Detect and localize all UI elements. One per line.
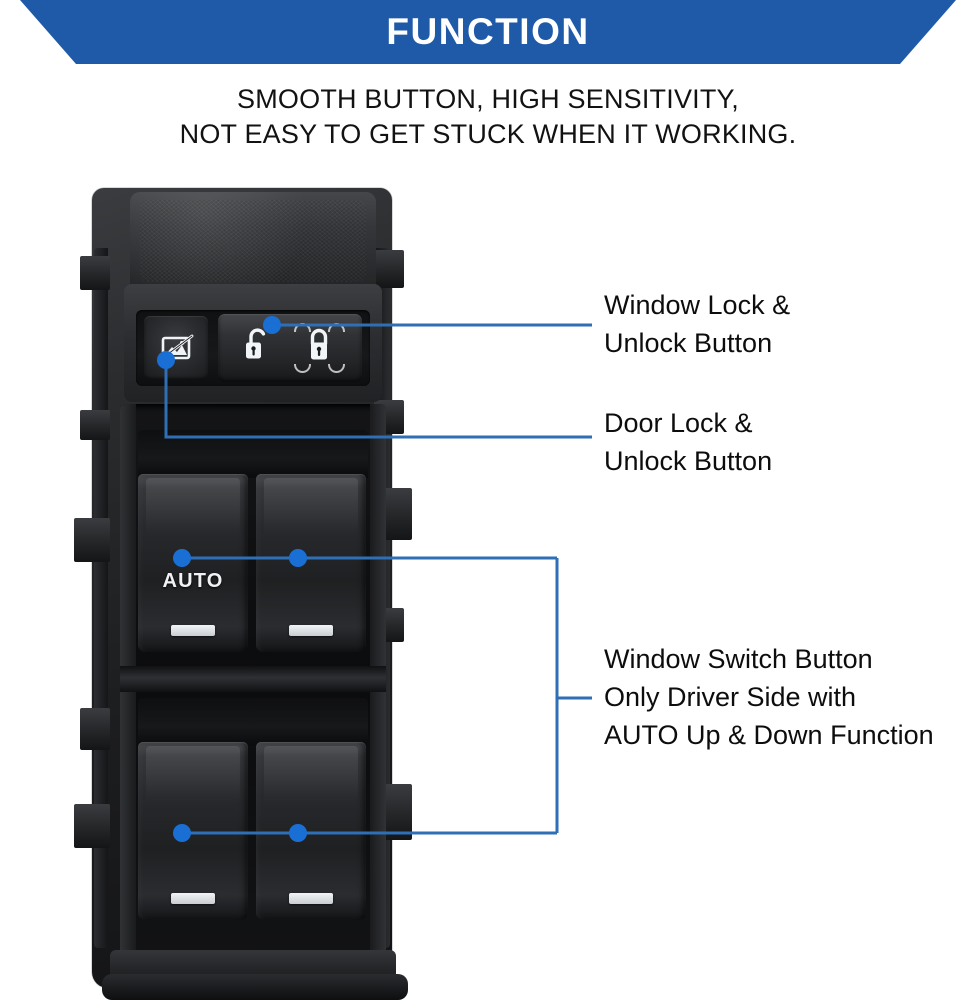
callout-label-window-switch: Window Switch Button Only Driver Side wi… <box>604 640 934 754</box>
subtitle-line-2: NOT EASY TO GET STUCK WHEN IT WORKING. <box>179 119 797 149</box>
lock-arc-top-right-icon <box>328 323 345 332</box>
rear-window-switch-group <box>136 698 370 934</box>
padlock-closed-icon <box>306 326 332 371</box>
switch-top-lid <box>130 192 376 288</box>
callout-label-line-2: Unlock Button <box>604 446 773 476</box>
subtitle-block: SMOOTH BUTTON, HIGH SENSITIVITY, NOT EAS… <box>0 82 976 152</box>
page-title: FUNCTION <box>386 11 590 52</box>
window-switch-passenger-front[interactable] <box>256 474 366 652</box>
callout-label-line-1: Door Lock & <box>604 408 753 438</box>
indicator-bar <box>289 893 333 904</box>
callout-label-line-2: Only Driver Side with <box>604 682 857 712</box>
lock-arc-bottom-right-icon <box>328 364 345 373</box>
header-banner: FUNCTION <box>0 0 976 64</box>
window-lock-button[interactable] <box>144 316 208 380</box>
mounting-clip-left-3 <box>74 518 110 562</box>
switch-chassis: AUTO <box>74 188 412 1000</box>
callout-label-line-1: Window Switch Button <box>604 644 873 674</box>
upper-bezel <box>124 284 382 402</box>
callout-label-line-3: AUTO Up & Down Function <box>604 720 934 750</box>
lock-arc-top-left-icon <box>294 323 311 332</box>
window-switch-driver-front[interactable]: AUTO <box>138 474 248 652</box>
mounting-clip-left-2 <box>80 410 110 440</box>
mounting-clip-right-1 <box>374 250 404 288</box>
window-lock-crossed-icon <box>158 334 194 362</box>
rear-rocker-cap <box>138 698 368 746</box>
button-recess <box>136 310 370 386</box>
window-switch-driver-rear[interactable] <box>138 742 248 920</box>
callout-label-window-lock: Window Lock & Unlock Button <box>604 286 790 362</box>
window-switch-recess: AUTO <box>120 404 386 960</box>
callout-label-door-lock: Door Lock & Unlock Button <box>604 404 772 480</box>
front-window-switch-group: AUTO <box>136 430 370 666</box>
mounting-clip-left-1 <box>80 256 110 290</box>
front-rocker-cap <box>138 430 368 478</box>
bottom-foot <box>102 974 408 1000</box>
banner-shape <box>20 0 956 64</box>
window-switch-passenger-rear[interactable] <box>256 742 366 920</box>
mounting-clip-left-4 <box>80 708 110 750</box>
lock-arc-bottom-left-icon <box>294 364 311 373</box>
product-image: AUTO <box>74 182 412 1000</box>
padlock-open-icon <box>244 326 270 371</box>
door-lock-unlock-button[interactable] <box>218 314 362 382</box>
callout-label-line-1: Window Lock & <box>604 290 791 320</box>
callout-label-line-2: Unlock Button <box>604 328 773 358</box>
indicator-bar <box>171 625 215 636</box>
indicator-bar <box>171 893 215 904</box>
mounting-clip-left-5 <box>74 804 110 848</box>
indicator-bar <box>289 625 333 636</box>
recess-divider <box>120 666 386 692</box>
subtitle-line-1: SMOOTH BUTTON, HIGH SENSITIVITY, <box>237 84 739 114</box>
auto-label: AUTO <box>162 570 224 592</box>
